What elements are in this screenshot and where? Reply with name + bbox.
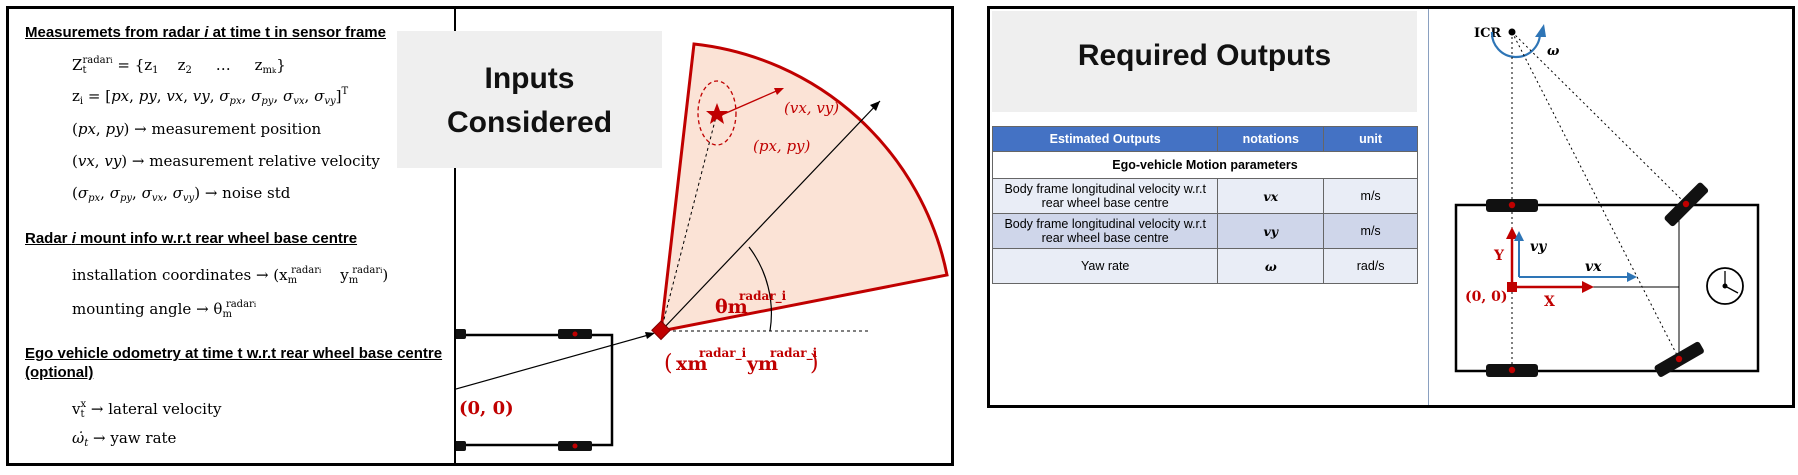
wheel-rear-right — [456, 441, 466, 451]
header-estimated-outputs: Estimated Outputs — [991, 126, 1219, 152]
inputs-panel: Measuremets from radar i at time t in se… — [6, 6, 954, 466]
radar-field-of-view — [659, 42, 949, 333]
icr-front-left-line — [1511, 31, 1687, 205]
inputs-title: Inputs Considered — [446, 62, 613, 139]
measurement-position-line: (px, py) → measurement position — [72, 120, 322, 138]
vehicle-body — [1454, 203, 1760, 373]
row-output: Body frame longitudinal velocity w.r.t r… — [991, 178, 1219, 214]
mount-y-label: ym — [746, 353, 778, 375]
mounting-angle-line: mounting angle → θmradari — [72, 299, 257, 320]
y-axis-label: Y — [1493, 248, 1505, 264]
outputs-panel: Required Outputs Estimated Outputs notat… — [987, 6, 1795, 408]
odometry-heading: Ego vehicle odometry at time t w.r.t rea… — [25, 345, 443, 381]
measurements-heading: Measuremets from radar i at time t in se… — [25, 24, 386, 41]
row-unit: m/s — [1323, 213, 1418, 249]
vehicle-origin-label: (0, 0) — [459, 398, 514, 419]
kinematics-diagram: ICR ω Y X (0, 0) — [1454, 24, 1760, 377]
outputs-title: Required Outputs — [1077, 39, 1332, 72]
row-notation: ω — [1217, 248, 1325, 284]
omega-label: ω — [1547, 44, 1560, 59]
noise-std-line: (σpx, σpy, σvx, σvy) → noise std — [72, 184, 291, 204]
header-notations: notations — [1217, 126, 1325, 152]
lateral-velocity-line: vtx → lateral velocity — [72, 399, 222, 420]
table-row: Body frame longitudinal velocity w.r.t r… — [991, 178, 1418, 214]
row-notation: vy — [1217, 213, 1325, 249]
mount-close-paren: ) — [810, 351, 819, 376]
outputs-title-box — [992, 11, 1417, 112]
measurement-velocity-line: (vx, vy) → measurement relative velocity — [72, 152, 380, 170]
outputs-table: Estimated Outputs notations unit Ego-veh… — [991, 126, 1418, 284]
target-uncertainty-ellipse — [697, 80, 737, 146]
vy-label: vy — [1530, 239, 1547, 255]
row-unit: rad/s — [1323, 248, 1418, 284]
table-header-row: Estimated Outputs notations unit — [991, 126, 1418, 152]
mount-x-label: xm — [676, 353, 707, 375]
mounting-angle-arc — [748, 246, 772, 332]
table-row: Yaw rate ω rad/s — [991, 248, 1418, 284]
row-unit: m/s — [1323, 178, 1418, 214]
header-unit: unit — [1323, 126, 1418, 152]
row-output: Yaw rate — [991, 248, 1219, 284]
target-position-label: (px, py) — [753, 137, 811, 155]
measurement-set-equation: Ztradari = {z1 z2 … zmk} — [72, 55, 286, 76]
mount-y-superscript: radar_i — [770, 346, 818, 361]
mount-x-superscript: radar_i — [699, 346, 747, 361]
yaw-rate-line: ω̇t → yaw rate — [72, 429, 177, 449]
target-velocity-arrow — [716, 88, 782, 118]
mount-position-arrow — [456, 333, 653, 390]
origin-label: (0, 0) — [1465, 289, 1507, 305]
measurement-vector-equation: zi = [px, py, vx, vy, σpx, σpy, σvx, σvy… — [72, 86, 349, 107]
table-section-row: Ego-vehicle Motion parameters — [992, 151, 1418, 179]
theta-label: θm — [715, 296, 748, 318]
row-output: Body frame longitudinal velocity w.r.t r… — [991, 213, 1219, 249]
right-panel-divider — [1428, 9, 1429, 405]
yaw-rotation-arc — [1490, 31, 1542, 59]
installation-coordinates-line: installation coordinates → (xmradari ymr… — [72, 265, 389, 286]
icr-label: ICR — [1474, 26, 1501, 41]
boresight-arrow — [660, 100, 881, 332]
table-row: Body frame longitudinal velocity w.r.t r… — [991, 213, 1418, 249]
icr-front-right-line — [1511, 31, 1680, 360]
mount-open-paren: ( — [664, 351, 673, 376]
row-notation: vx — [1217, 178, 1325, 214]
vehicle-body — [456, 333, 614, 447]
target-star-icon — [706, 103, 728, 124]
theta-superscript: radar_i — [739, 289, 787, 304]
radar-sensor — [651, 320, 671, 341]
x-axis-label: X — [1544, 294, 1555, 310]
target-range-dotted-line — [660, 108, 719, 332]
inputs-title-box — [397, 31, 662, 168]
section-label: Ego-vehicle Motion parameters — [992, 151, 1418, 179]
vx-label: vx — [1585, 259, 1602, 275]
wheel-rear-left — [456, 329, 466, 339]
radar-diagram: (vx, vy) (px, py) θm radar_i xm radar_i … — [456, 42, 949, 451]
panel-divider — [454, 9, 456, 463]
target-velocity-label: (vx, vy) — [784, 99, 839, 117]
mount-heading: Radar i mount info w.r.t rear wheel base… — [25, 230, 358, 247]
